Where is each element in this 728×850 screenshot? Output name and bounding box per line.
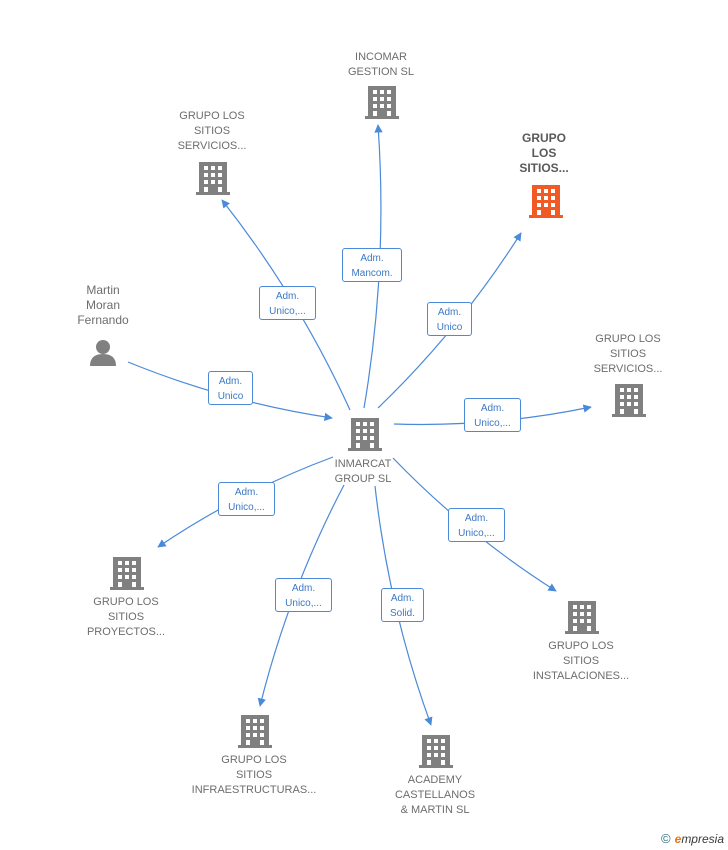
building-icon[interactable] (612, 384, 646, 417)
node-label-incomar[interactable]: INCOMAR GESTION SL (347, 51, 415, 78)
building-icon[interactable] (529, 185, 563, 218)
node-label-martin[interactable]: Martin Moran Fernando (77, 283, 129, 327)
edge-label-to-academy[interactable]: Adm. Solid. (381, 588, 424, 622)
node-label-instalaciones[interactable]: GRUPO LOS SITIOS INSTALACIONES... (532, 640, 630, 682)
edge-label-to-servicios-right[interactable]: Adm. Unico,... (464, 398, 521, 432)
building-icon[interactable] (238, 715, 272, 748)
node-label-sitios-focus[interactable]: GRUPO LOS SITIOS... (519, 131, 569, 175)
edge-label-to-proyectos[interactable]: Adm. Unico,... (218, 482, 275, 516)
building-icon[interactable] (419, 735, 453, 768)
edge-label-from-martin[interactable]: Adm. Unico (208, 371, 253, 405)
brand-name: empresia (674, 832, 724, 846)
edge-label-to-infraestructuras[interactable]: Adm. Unico,... (275, 578, 332, 612)
node-label-proyectos[interactable]: GRUPO LOS SITIOS PROYECTOS... (86, 596, 166, 638)
edge-label-to-instalaciones[interactable]: Adm. Unico,... (448, 508, 505, 542)
footer-brand: ©empresia (661, 831, 724, 846)
node-label-servicios-top[interactable]: GRUPO LOS SITIOS SERVICIOS... (177, 110, 247, 152)
edge-label-to-incomar[interactable]: Adm. Mancom. (342, 248, 402, 282)
node-label-academy[interactable]: ACADEMY CASTELLANOS & MARTIN SL (394, 774, 476, 816)
node-label-infraestructuras[interactable]: GRUPO LOS SITIOS INFRAESTRUCTURAS... (191, 754, 317, 796)
copyright-icon: © (661, 831, 671, 846)
person-icon[interactable] (90, 340, 116, 366)
building-icon[interactable] (348, 418, 382, 451)
node-label-inmarcat[interactable]: INMARCAT GROUP SL (334, 458, 392, 485)
node-label-servicios-right[interactable]: GRUPO LOS SITIOS SERVICIOS... (593, 333, 663, 375)
edge-label-to-servicios-top[interactable]: Adm. Unico,... (259, 286, 316, 320)
building-icon[interactable] (110, 557, 144, 590)
building-icon[interactable] (196, 162, 230, 195)
building-icon[interactable] (565, 601, 599, 634)
building-icon[interactable] (365, 86, 399, 119)
edge-label-to-sitios-focus[interactable]: Adm. Unico (427, 302, 472, 336)
